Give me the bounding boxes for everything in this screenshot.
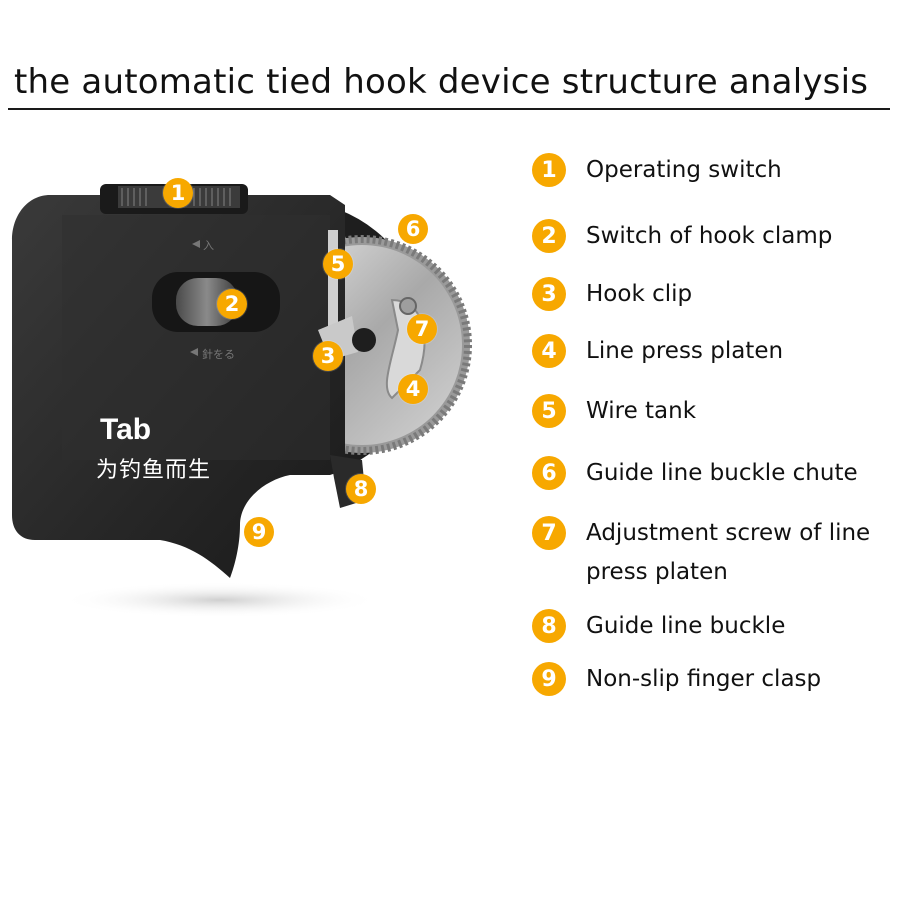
- legend-number-9: 9: [532, 662, 566, 696]
- legend-label-3: Hook clip: [586, 281, 693, 307]
- title-underline: [8, 108, 890, 110]
- gear-hub: [352, 328, 376, 352]
- legend-item-6: 6 Guide line buckle chute: [532, 456, 858, 495]
- legend-label-1: Operating switch: [586, 157, 782, 183]
- engrave-top: 入: [203, 239, 214, 252]
- legend-number-8: 8: [532, 609, 566, 643]
- legend-item-1: 1 Operating switch: [532, 153, 782, 192]
- callout-badge-3: 3: [313, 341, 343, 371]
- callout-badge-8: 8: [346, 474, 376, 504]
- wire-tank: [328, 230, 338, 330]
- legend-number-4: 4: [532, 334, 566, 368]
- legend-number-5: 5: [532, 394, 566, 428]
- legend-label-7-line-1: Adjustment screw of line: [586, 520, 871, 546]
- legend-item-8: 8 Guide line buckle: [532, 609, 785, 648]
- legend-label-6: Guide line buckle chute: [586, 460, 858, 486]
- callout-badge-7: 7: [407, 314, 437, 344]
- callout-badge-4: 4: [398, 374, 428, 404]
- page-title: the automatic tied hook device structure…: [14, 62, 869, 102]
- legend-label-4: Line press platen: [586, 338, 784, 364]
- adjust-screw: [399, 297, 417, 315]
- legend-number-2: 2: [532, 219, 566, 253]
- legend-label-9: Non-slip finger clasp: [586, 666, 822, 692]
- legend-item-7: 7 Adjustment screw of line press platen: [532, 516, 870, 594]
- legend-item-3: 3 Hook clip: [532, 277, 692, 316]
- device-drawing: [12, 184, 472, 618]
- legend-label-7: Adjustment screw of line press platen: [566, 516, 870, 594]
- legend-number-1: 1: [532, 153, 566, 187]
- floor-shadow: [60, 582, 380, 618]
- legend-number-6: 6: [532, 456, 566, 490]
- callout-badge-5: 5: [323, 249, 353, 279]
- legend-label-5: Wire tank: [586, 398, 697, 424]
- legend-label-7-line-2: press platen: [586, 559, 728, 585]
- legend-number-3: 3: [532, 277, 566, 311]
- legend-item-5: 5 Wire tank: [532, 394, 696, 433]
- callout-badge-9: 9: [244, 517, 274, 547]
- brand-slogan: 为钓鱼而生: [96, 457, 212, 482]
- legend-item-4: 4 Line press platen: [532, 334, 783, 373]
- callout-badge-1: 1: [163, 178, 193, 208]
- legend-number-7: 7: [532, 516, 566, 550]
- device-illustration: 入 針をる Tab 为钓鱼而生 1 2 3 4 5 6 7 8 9: [12, 178, 472, 618]
- legend-label-2: Switch of hook clamp: [586, 223, 833, 249]
- callout-badge-6: 6: [398, 214, 428, 244]
- engrave-bottom: 針をる: [202, 348, 235, 361]
- legend-item-2: 2 Switch of hook clamp: [532, 219, 832, 258]
- callout-badge-2: 2: [217, 289, 247, 319]
- legend-label-8: Guide line buckle: [586, 613, 786, 639]
- brand-name: Tab: [100, 413, 152, 446]
- legend-item-9: 9 Non-slip finger clasp: [532, 662, 821, 701]
